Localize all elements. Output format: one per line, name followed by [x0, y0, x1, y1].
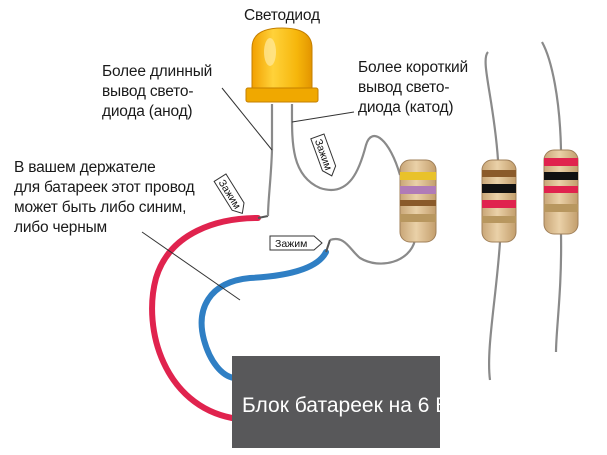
short-lead-label: Более короткий вывод свето- диода (катод…	[358, 59, 468, 116]
clip-tag-icon: Зажим	[269, 235, 323, 251]
red-wire	[149, 215, 261, 421]
led-long-lead	[266, 104, 274, 217]
clip-tag-icon: Зажим	[213, 173, 245, 214]
holder-note-label: В вашем держателе для батареек этот пров…	[14, 159, 195, 236]
clip-tag-icon: Зажим	[310, 133, 337, 177]
blue-wire	[198, 249, 329, 381]
resistor-icon	[541, 41, 579, 353]
led-short-lead	[290, 103, 402, 191]
resistor-icon	[481, 51, 517, 381]
long-lead-label: Более длинный вывод свето- диода (анод)	[102, 63, 213, 120]
resistor-icon	[399, 159, 437, 243]
resistor-lower-lead	[329, 237, 417, 265]
led-icon	[245, 27, 319, 103]
battery-pack-icon: Блок батареек на 6 В	[232, 356, 449, 448]
battery-label: Блок батареек на 6 В	[242, 394, 449, 417]
led-title: Светодиод	[244, 7, 320, 24]
clip-label-3: Зажим	[275, 238, 307, 250]
